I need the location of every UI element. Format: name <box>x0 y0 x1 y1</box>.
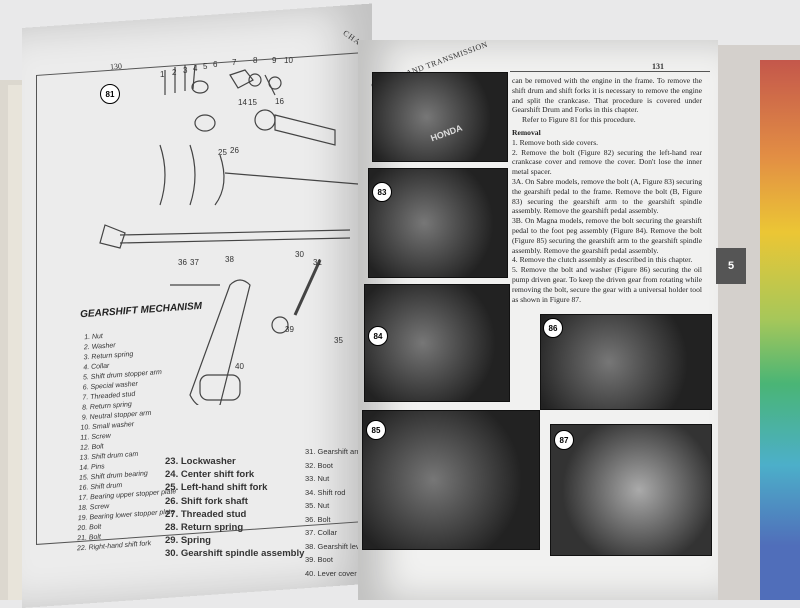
refer-paragraph: Refer to Figure 81 for this procedure. <box>522 115 636 125</box>
callout-label: 40 <box>235 362 244 371</box>
part-item: 40. Lever cover <box>305 568 357 578</box>
figure-badge: 81 <box>100 84 120 104</box>
callout-label: 10 <box>284 56 293 65</box>
callout-label: 3 <box>183 66 188 75</box>
figure-badge: 85 <box>366 420 386 440</box>
part-item: 27. Threaded stud <box>165 508 247 520</box>
callout-label: 2 <box>172 68 177 77</box>
procedure-step: 4. Remove the clutch assembly as describ… <box>512 255 693 265</box>
callout-label: 36 <box>178 258 187 267</box>
callout-label: 25 <box>218 148 227 157</box>
parts-list-col3: 31. Gearshift arm 32. Boot 33. Nut 34. S… <box>305 445 366 580</box>
callout-label: 4 <box>193 64 198 73</box>
callout-label: 8 <box>253 56 258 65</box>
header-rule <box>510 71 710 72</box>
chapter-tab: 5 <box>716 248 746 284</box>
parts-list-col1: 1. Nut 2. Washer 3. Return spring 4. Col… <box>60 328 180 555</box>
intro-paragraph: can be removed with the engine in the fr… <box>512 76 702 115</box>
procedure-step: 3B. On Magna models, remove the bolt sec… <box>512 216 702 255</box>
part-item: 36. Bolt <box>305 514 331 524</box>
callout-label: 5 <box>203 62 208 71</box>
photo-figure-87 <box>550 424 712 556</box>
part-item: 39. Boot <box>305 555 333 564</box>
figure-badge: 84 <box>368 326 388 346</box>
photo-figure-86 <box>540 314 712 410</box>
procedure-step: 5. Remove the bolt and washer (Figure 86… <box>512 265 702 304</box>
part-item: 35. Nut <box>305 501 330 510</box>
gearshift-diagram <box>99 64 370 405</box>
parts-list-col2: 23. Lockwasher 24. Center shift fork 25.… <box>165 455 304 561</box>
part-item: 38. Gearshift lever <box>305 541 367 551</box>
part-item: 24. Center shift fork <box>165 469 255 481</box>
callout-label: 30 <box>295 250 304 259</box>
thumb-index-edge <box>760 60 800 600</box>
photo-figure-85 <box>362 410 540 550</box>
procedure-step: 3A. On Sabre models, remove the bolt (A,… <box>512 176 703 216</box>
photo-figure-84 <box>364 284 510 402</box>
photo-figure-82 <box>372 72 508 162</box>
figure-badge: 86 <box>543 318 563 338</box>
callout-label: 15 <box>248 98 257 107</box>
procedure-step: 2. Remove the bolt (Figure 82) securing … <box>512 147 702 177</box>
callout-label: 26 <box>230 146 239 155</box>
callout-label: 7 <box>232 58 237 67</box>
part-item: 34. Shift rod <box>305 487 346 497</box>
callout-label: 14 <box>238 98 247 107</box>
right-page-number: 131 <box>652 62 664 71</box>
part-item: 25. Left-hand shift fork <box>165 482 268 494</box>
part-item: 29. Spring <box>165 535 211 547</box>
section-heading: Removal <box>512 127 541 137</box>
callout-label: 38 <box>225 255 234 264</box>
callout-label: 37 <box>190 258 199 267</box>
part-item: 30. Gearshift spindle assembly <box>165 548 305 560</box>
callout-label: 9 <box>272 56 277 65</box>
part-item: 23. Lockwasher <box>165 456 236 467</box>
part-item: 26. Shift fork shaft <box>165 495 248 507</box>
photo-figure-83 <box>368 168 508 278</box>
part-item: 33. Nut <box>305 474 330 483</box>
callout-label: 31 <box>313 258 322 267</box>
figure-badge: 83 <box>372 182 392 202</box>
callout-label: 16 <box>275 97 284 106</box>
callout-label: 6 <box>213 60 218 69</box>
procedure-text: can be removed with the engine in the fr… <box>512 76 702 304</box>
part-item: 28. Return spring <box>165 522 244 534</box>
callout-label: 39 <box>285 325 294 334</box>
figure-badge: 87 <box>554 430 574 450</box>
part-item: 32. Boot <box>305 460 333 470</box>
part-item: 31. Gearshift arm <box>305 447 363 456</box>
procedure-step: 1. Remove both side covers. <box>512 137 599 147</box>
callout-label: 35 <box>334 336 343 345</box>
callout-label: 1 <box>160 70 165 79</box>
part-item: 37. Collar <box>305 528 338 537</box>
